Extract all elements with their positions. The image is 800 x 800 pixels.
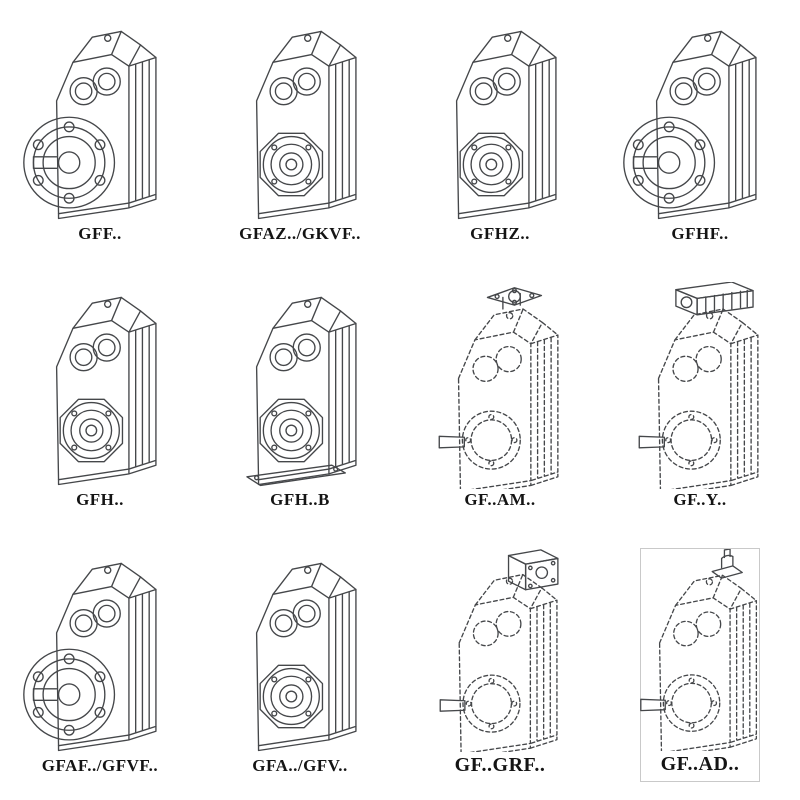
gearbox-line-art [55,296,157,486]
gearbox-line-art [638,282,759,490]
model-label: GFHF.. [671,224,729,244]
gearbox-line-art [255,30,357,220]
gearbox-line-art [455,30,557,220]
flange-gearbox-drawing [623,30,757,220]
phantom-motor-gearbox-drawing [638,282,759,490]
flange-gearbox-drawing [23,562,157,752]
model-label: GFH..B [270,490,330,510]
gearbox-line-art [23,30,157,220]
hollow-shaft-gearbox-drawing [455,30,557,220]
model-label: GFHZ.. [470,224,530,244]
model-label: GF..GRF.. [454,754,546,776]
model-label: GFAF../GFVF.. [41,756,159,776]
phantom-gear-adapter-gearbox-drawing [439,549,559,752]
catalog-item-gfhz: GFHZ.. [440,16,560,250]
catalog-item-gf-y: GF..Y.. [638,282,760,516]
catalog-item-gf-ad: GF..AD.. [640,548,760,782]
phantom-shaft-adapter-gearbox-drawing [640,549,758,751]
catalog-item-gff: GFF.. [23,16,160,250]
gearbox-line-art [23,562,157,752]
hollow-shaft-foot-gearbox-drawing [246,296,357,487]
model-label: GFA../GFV.. [252,756,348,776]
catalog-item-gfhf: GFHF.. [623,16,760,250]
gearbox-line-art [640,549,758,751]
gearbox-line-art [246,296,357,487]
flange-gearbox-drawing [23,30,157,220]
model-label: GF..AM.. [464,490,536,510]
gearbox-line-art [438,287,559,490]
model-label: GFAZ../GKVF.. [239,224,361,244]
model-label: GF..Y.. [673,490,727,510]
catalog-item-gfh: GFH.. [40,282,160,516]
gearbox-line-art [255,562,357,752]
gearbox-line-art [439,549,559,752]
model-label: GF..AD.. [660,753,740,775]
model-label: GFH.. [76,490,124,510]
hollow-shaft-gearbox-drawing [255,562,357,752]
hollow-shaft-gearbox-drawing [255,30,357,220]
gearbox-line-art [623,30,757,220]
catalog-item-gf-am: GF..AM.. [438,282,560,516]
catalog-item-gf-grf: GF..GRF.. [439,548,560,782]
catalog-item-gfaz-gkvf: GFAZ../GKVF.. [239,16,361,250]
catalog-item-gfh-b: GFH..B [240,282,360,516]
hollow-shaft-gearbox-drawing [55,296,157,486]
catalog-item-gfa-gfv: GFA../GFV.. [240,548,360,782]
model-label: GFF.. [78,224,122,244]
phantom-input-flange-gearbox-drawing [438,287,559,490]
catalog-item-gfaf-gfvf: GFAF../GFVF.. [23,548,160,782]
